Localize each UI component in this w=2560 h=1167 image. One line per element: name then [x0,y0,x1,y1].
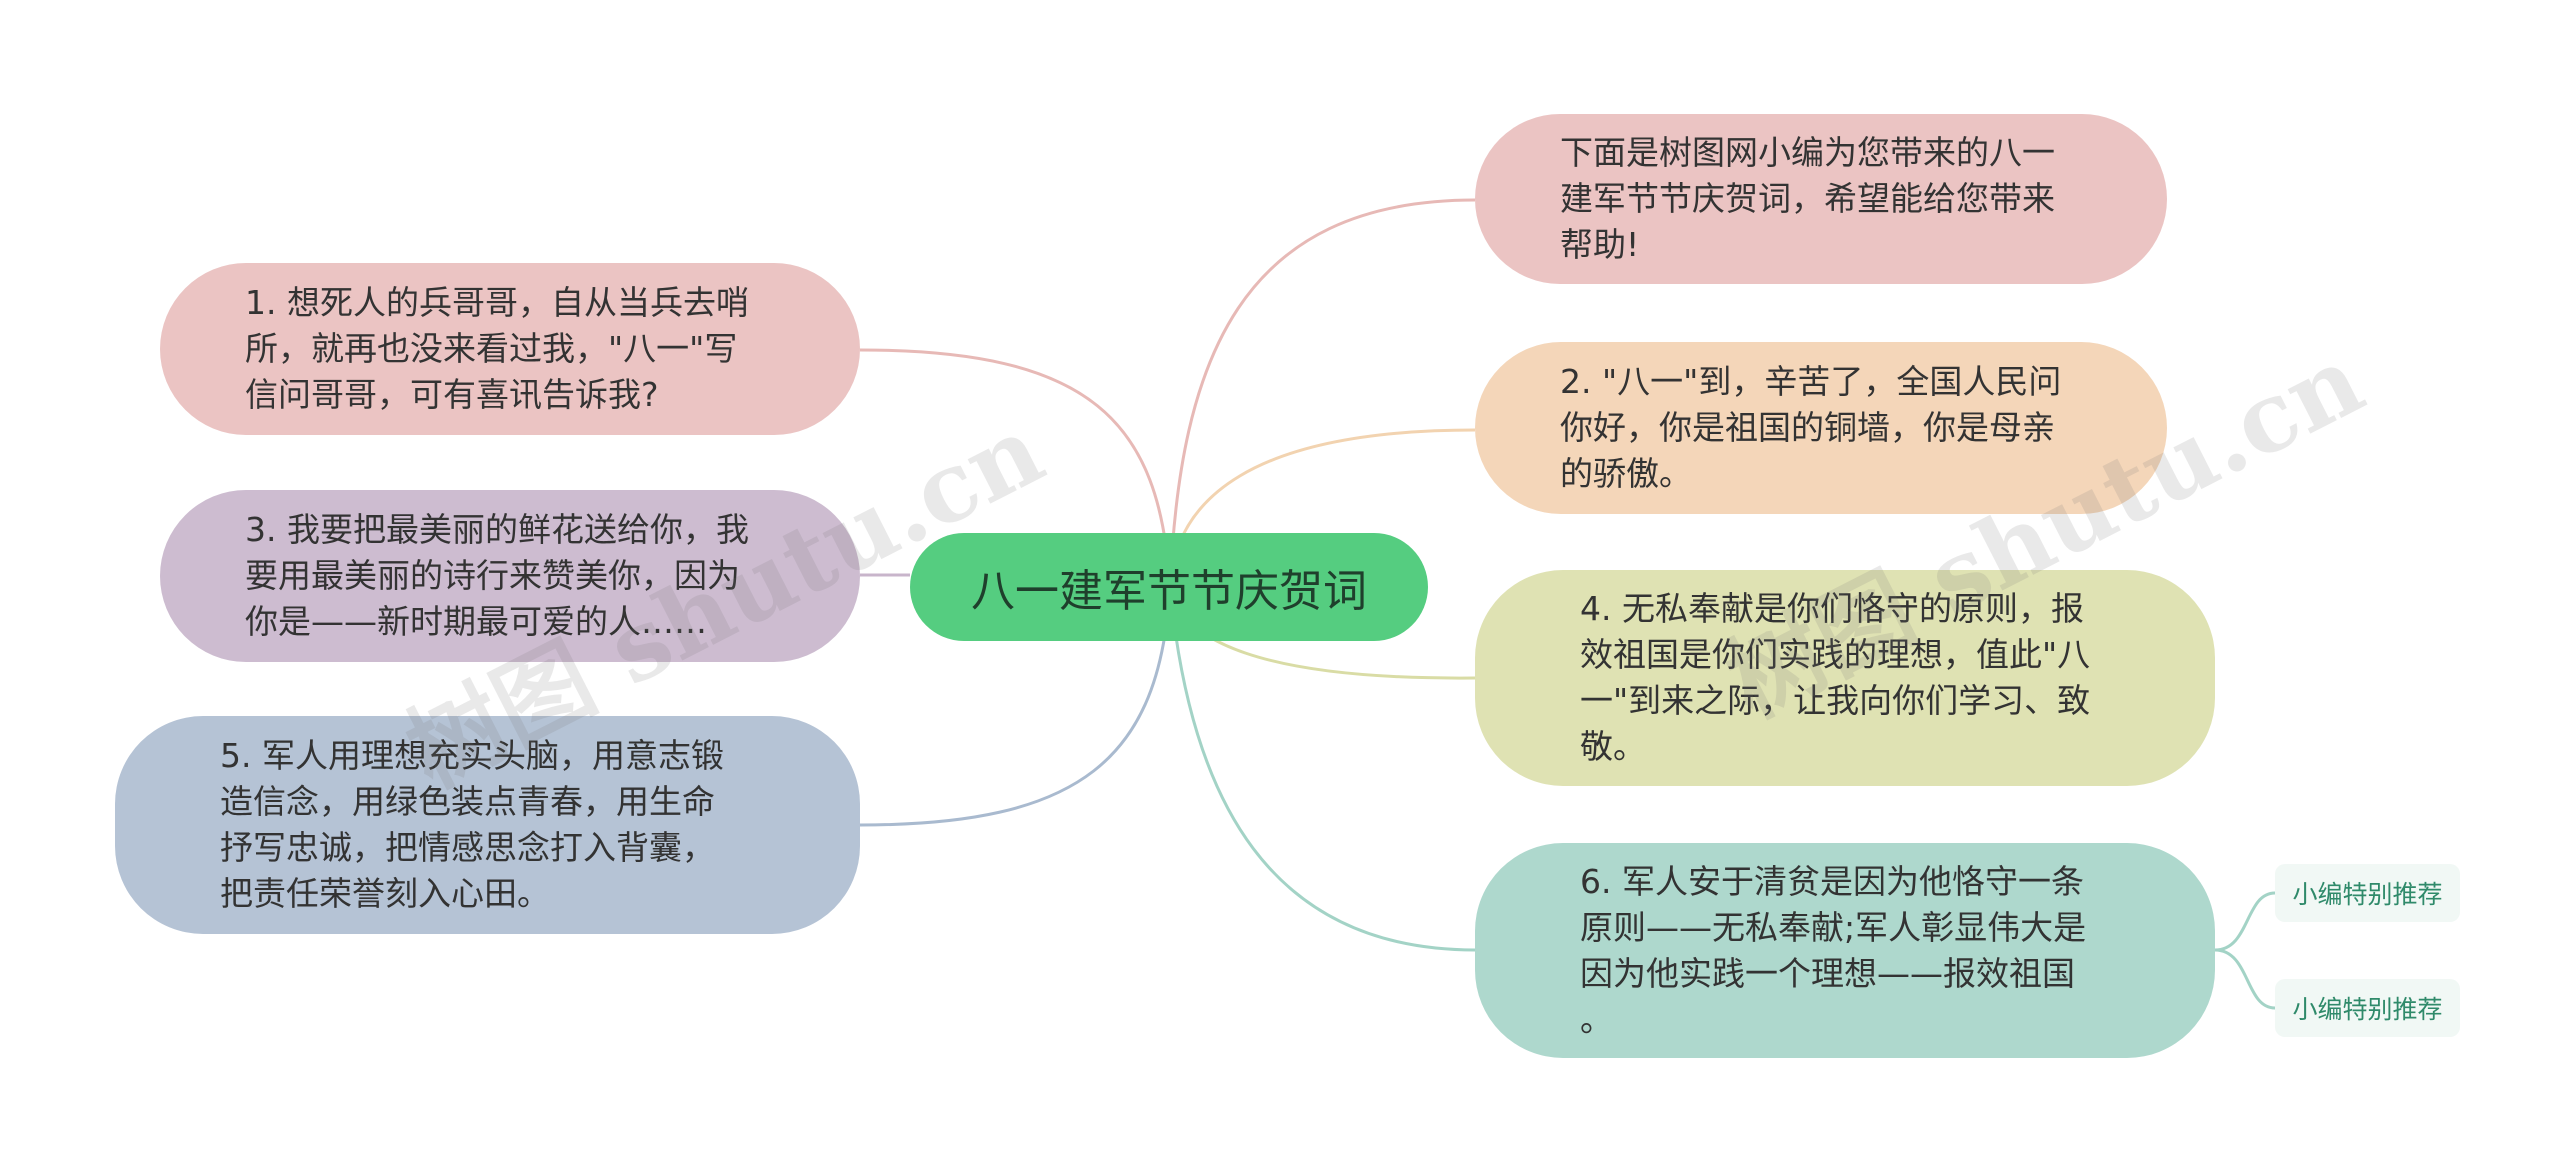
node-6-text: 6. 军人安于清贫是因为他恪守一条 原则——无私奉献;军人彰显伟大是 因为他实践… [1580,861,2087,1039]
node-3[interactable]: 3. 我要把最美丽的鲜花送给你，我 要用最美丽的诗行来赞美你，因为 你是——新时… [160,490,860,662]
link-n1 [859,348,1172,588]
node-1-text: 1. 想死人的兵哥哥，自从当兵去哨 所，就再也没来看过我，"八一"写 信问哥哥，… [245,283,749,414]
node-5-text: 5. 军人用理想充实头脑，用意志锻 造信念，用绿色装点青春，用生命 抒写忠诚，把… [220,736,724,913]
node-intro-text: 下面是树图网小编为您带来的八一 建军节节庆贺词，希望能给您带来 帮助! [1560,133,2055,264]
recommend-tag-2[interactable]: 小编特别推荐 [2275,979,2460,1037]
node-2[interactable]: 2. "八一"到，辛苦了，全国人民问 你好，你是祖国的铜墙，你是母亲 的骄傲。 [1475,342,2167,514]
link-n5 [859,586,1172,827]
node-5[interactable]: 5. 军人用理想充实头脑，用意志锻 造信念，用绿色装点青春，用生命 抒写忠诚，把… [115,716,860,934]
link-intro [1168,198,1476,588]
node-3-text: 3. 我要把最美丽的鲜花送给你，我 要用最美丽的诗行来赞美你，因为 你是——新时… [245,510,749,641]
node-6[interactable]: 6. 军人安于清贫是因为他恪守一条 原则——无私奉献;军人彰显伟大是 因为他实践… [1475,843,2215,1058]
recommend-tag-1[interactable]: 小编特别推荐 [2275,864,2460,922]
node-2-text: 2. "八一"到，辛苦了，全国人民问 你好，你是祖国的铜墙，你是母亲 的骄傲。 [1560,362,2062,493]
link-tag2 [2214,948,2276,1010]
recommend-tag-1-label: 小编特别推荐 [2292,880,2443,909]
node-intro[interactable]: 下面是树图网小编为您带来的八一 建军节节庆贺词，希望能给您带来 帮助! [1475,114,2167,284]
central-topic-label: 八一建军节节庆贺词 [971,566,1367,617]
central-topic[interactable]: 八一建军节节庆贺词 [910,533,1428,641]
node-4-text: 4. 无私奉献是你们恪守的原则，报 效祖国是你们实践的理想，值此"八 一"到来之… [1580,589,2091,766]
link-n6 [1168,586,1476,952]
link-tag1 [2214,891,2276,952]
node-1[interactable]: 1. 想死人的兵哥哥，自从当兵去哨 所，就再也没来看过我，"八一"写 信问哥哥，… [160,263,860,435]
recommend-tag-2-label: 小编特别推荐 [2292,995,2443,1024]
node-4[interactable]: 4. 无私奉献是你们恪守的原则，报 效祖国是你们实践的理想，值此"八 一"到来之… [1475,570,2215,786]
